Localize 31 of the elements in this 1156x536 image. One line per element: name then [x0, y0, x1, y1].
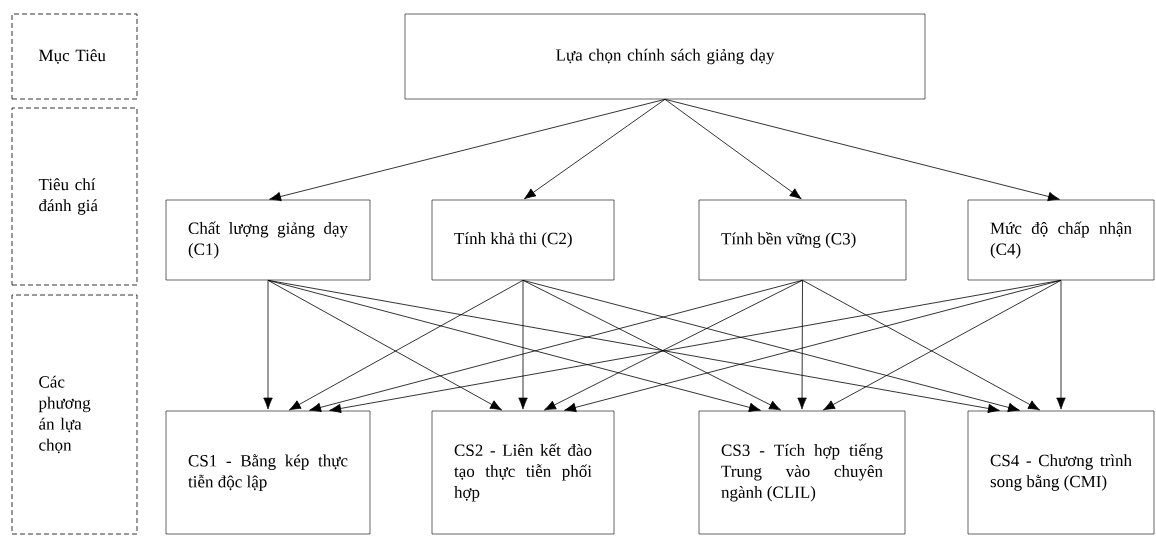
- level-band: Mục Tiêu: [11, 13, 138, 100]
- arrow: [522, 279, 781, 411]
- process-box: CS4 - Chương trình song bằng (CMI): [967, 410, 1155, 535]
- arrow: [823, 279, 1062, 411]
- arrow: [797, 279, 807, 410]
- arrow: [267, 279, 502, 411]
- process-box: CS2 - Liên kết đào tạo thực tiễn phối hợp: [431, 410, 615, 535]
- arrow: [309, 279, 803, 413]
- process-box: Tính bền vững (C3): [698, 199, 907, 281]
- process-box: Mức độ chấp nhận (C4): [967, 199, 1155, 281]
- process-box: CS3 - Tích hợp tiếng Trung vào chuyên ngành (CLIL): [698, 410, 906, 535]
- arrow: [267, 279, 761, 413]
- arrow: [664, 98, 802, 200]
- arrow: [564, 279, 1062, 413]
- arrow: [664, 98, 1060, 202]
- arrow: [267, 279, 1000, 414]
- arrow: [544, 279, 803, 411]
- goal-box: Lựa chọn chính sách giảng dạy: [404, 13, 926, 100]
- arrow: [289, 279, 524, 411]
- level-band: Các phương án lựa chọn: [11, 294, 138, 535]
- process-box: Tính khả thi (C2): [431, 199, 615, 281]
- arrow: [523, 98, 666, 200]
- process-box: CS1 - Bằng kép thực tiễn độc lập: [165, 410, 371, 535]
- arrow: [1056, 279, 1066, 410]
- level-band: Tiêu chí đánh giá: [11, 107, 138, 286]
- arrow: [263, 279, 273, 410]
- arrow: [269, 98, 666, 202]
- process-box: Chất lượng giảng dạy (C1): [165, 199, 371, 281]
- arrow: [802, 279, 1040, 411]
- arrow: [518, 279, 528, 410]
- arrow: [522, 279, 1020, 413]
